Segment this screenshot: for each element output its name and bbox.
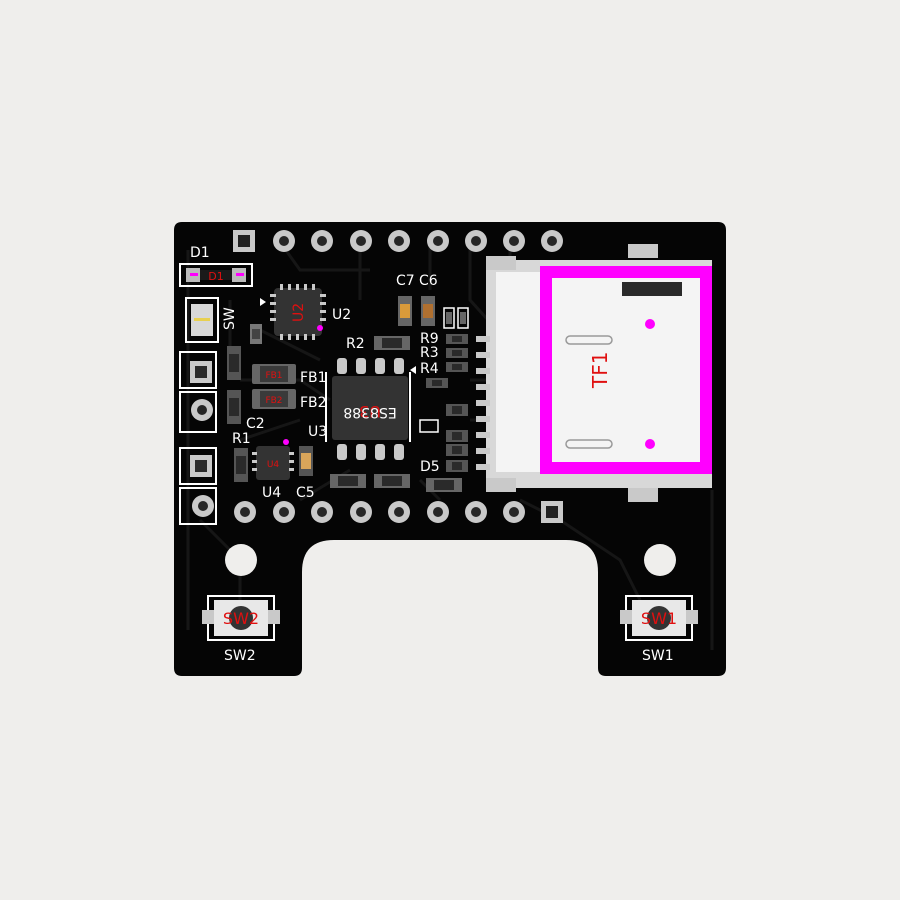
side-connector-pads — [179, 351, 217, 525]
u3-part-number: ES8388 — [343, 404, 396, 420]
fb2-label: FB2 — [300, 395, 327, 411]
u2-fab-label: U2 — [291, 303, 307, 322]
capacitor-c2-column: C2 — [227, 346, 265, 432]
c5-label: C5 — [296, 485, 315, 501]
diode-d5: D5 — [420, 459, 462, 492]
r1-label: R1 — [232, 431, 251, 447]
capacitor-c7: C7 — [396, 273, 415, 326]
sw1-fab-label: SW1 — [641, 609, 677, 628]
d1-label: D1 — [190, 245, 210, 261]
fb2-fab-label: FB2 — [265, 396, 282, 406]
ferrite-bead-fb2: FB2 FB2 — [252, 389, 327, 411]
ferrite-bead-fb1: FB1 FB1 — [252, 364, 327, 386]
microsd-socket-tf1: TF1 — [476, 244, 712, 502]
sw2-label: SW2 — [224, 648, 256, 664]
header-bottom — [234, 501, 563, 523]
resistor-r2: R2 — [346, 336, 410, 352]
u2-label: U2 — [332, 307, 351, 323]
r9-label: R9 — [420, 331, 439, 347]
c7-label: C7 — [396, 273, 415, 289]
d1-fab-label: D1 — [208, 270, 223, 283]
d5-label: D5 — [420, 459, 440, 475]
sw1-label: SW1 — [642, 648, 674, 664]
capacitor-c5: C5 — [296, 446, 315, 501]
resistors-below-u3 — [330, 474, 410, 488]
u3-fab-label: U3 — [359, 402, 381, 421]
chip-u3: U3 ES8388 U3 — [308, 358, 416, 460]
c2-label: C2 — [246, 416, 265, 432]
resistor-r1: R1 — [232, 431, 251, 482]
c6-label: C6 — [419, 273, 438, 289]
fb1-fab-label: FB1 — [265, 371, 282, 381]
mounting-hole-left — [225, 544, 257, 576]
u4-label: U4 — [262, 485, 281, 501]
tact-switch-sw1[interactable]: SW1 SW1 — [620, 595, 698, 664]
u4-fab-label: U4 — [267, 460, 280, 470]
sw-side-label: SW — [222, 307, 238, 330]
side-switch-sw[interactable]: SW — [185, 297, 238, 343]
capacitor-c6: C6 — [419, 273, 438, 326]
chip-u4: U4 U4 — [252, 439, 294, 501]
tf1-fab-label: TF1 — [588, 352, 612, 389]
passive-near-u2 — [250, 324, 262, 344]
tact-switch-sw2[interactable]: SW2 SW2 — [202, 595, 280, 664]
header-top — [233, 230, 563, 252]
r4-label: R4 — [420, 361, 439, 377]
resistor-stack: R9 R3 R4 — [419, 307, 469, 472]
fb1-label: FB1 — [300, 370, 327, 386]
r3-label: R3 — [420, 345, 439, 361]
r2-label: R2 — [346, 336, 365, 352]
mounting-hole-right — [644, 544, 676, 576]
sw2-fab-label: SW2 — [223, 609, 259, 628]
diode-d1: D1 D1 — [179, 245, 253, 287]
u3-label: U3 — [308, 424, 327, 440]
chip-u2: U2 U2 — [260, 284, 351, 340]
